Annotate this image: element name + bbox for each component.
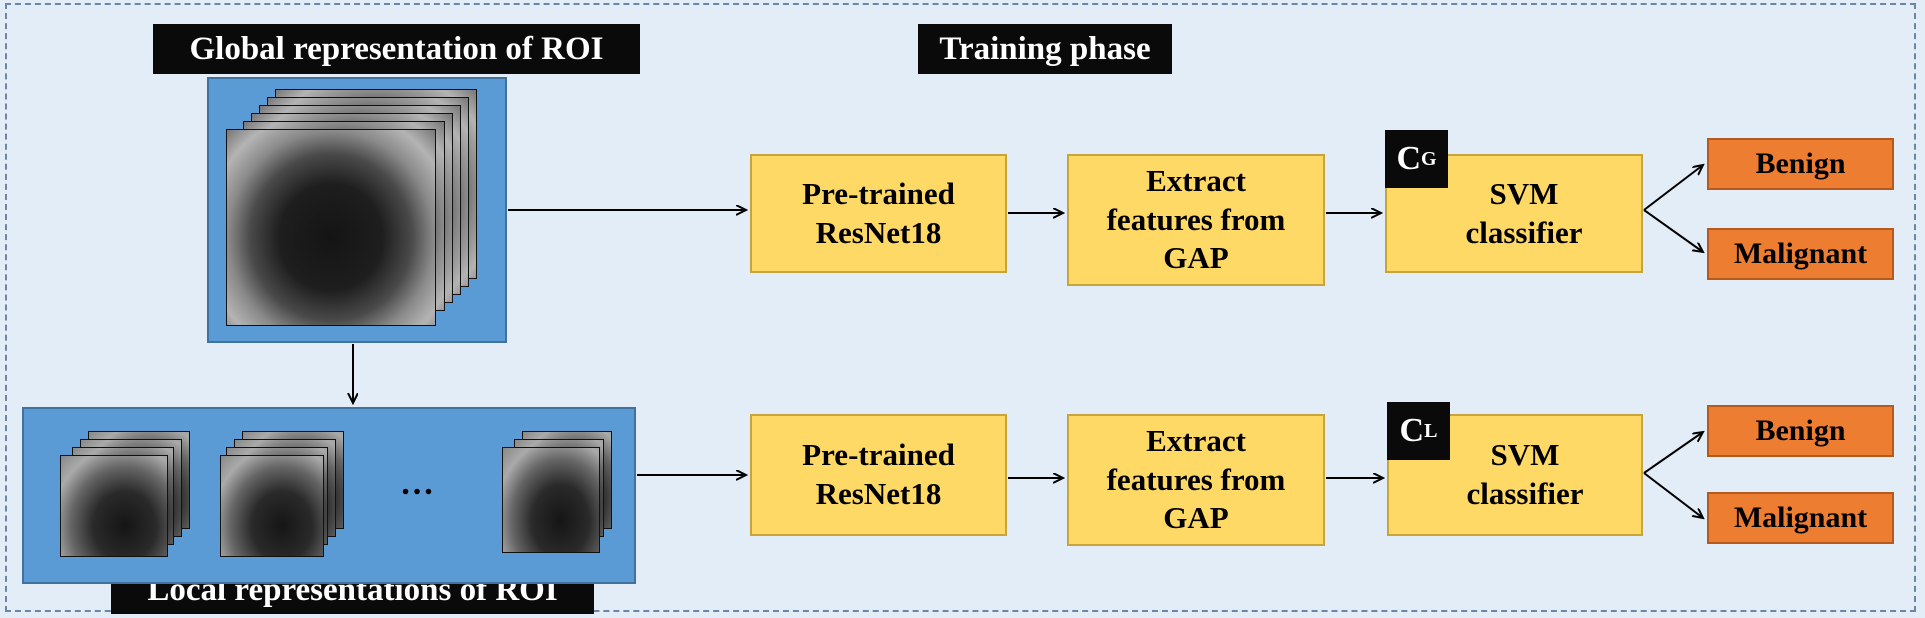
local-roi-panel: … xyxy=(22,407,636,584)
training-phase-label: Training phase xyxy=(918,24,1172,74)
resnet18-box-global: Pre-trained ResNet18 xyxy=(750,154,1007,273)
malignant-output-local: Malignant xyxy=(1707,492,1894,544)
benign-output-local: Benign xyxy=(1707,405,1894,457)
benign-output-global: Benign xyxy=(1707,138,1894,190)
dashed-frame xyxy=(5,3,1916,612)
malignant-output-global: Malignant xyxy=(1707,228,1894,280)
roi-slice xyxy=(226,129,436,326)
extract-features-box-local: Extract features from GAP xyxy=(1067,414,1325,546)
resnet18-box-local: Pre-trained ResNet18 xyxy=(750,414,1007,536)
roi-patch-slice xyxy=(220,455,324,557)
arrow-svm-to-malignant-global xyxy=(1643,209,1703,252)
global-roi-label: Global representation of ROI xyxy=(153,24,640,74)
arrow-svm-to-benign-global xyxy=(1643,165,1703,211)
roi-patch-slice xyxy=(502,447,600,553)
roi-patch-slice xyxy=(60,455,168,557)
global-roi-panel xyxy=(207,77,507,343)
extract-features-box-global: Extract features from GAP xyxy=(1067,154,1325,286)
ellipsis: … xyxy=(400,465,438,502)
arrow-svm-to-malignant-local xyxy=(1643,472,1703,518)
arrow-svm-to-benign-local xyxy=(1643,432,1703,474)
